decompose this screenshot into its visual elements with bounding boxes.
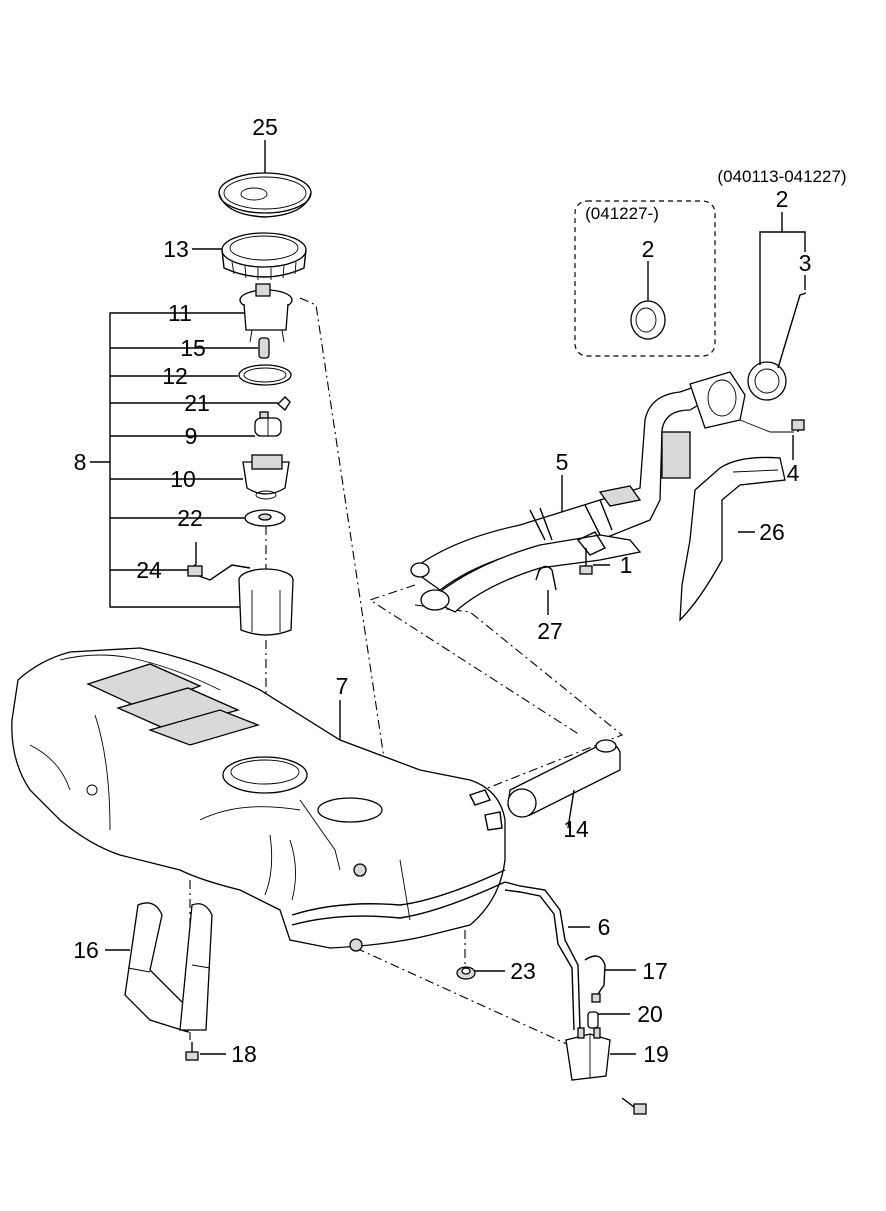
callout-13: 13 [163, 236, 189, 262]
callout-3: 3 [799, 250, 812, 276]
part-6-vapor-line [504, 881, 581, 1031]
part-23-nut [456, 966, 476, 980]
part-18-bolt [185, 1042, 199, 1061]
part-1-bolt [579, 548, 593, 575]
part-25-cover [218, 172, 312, 218]
callout-24: 24 [136, 557, 162, 583]
date-notes: (040113-041227) (041227-) [585, 167, 846, 223]
callout-2-new: 2 [642, 236, 655, 262]
callout-1: 1 [620, 552, 633, 578]
canister-bolt [621, 1097, 647, 1115]
callout-26: 26 [759, 519, 785, 545]
part-2-fuel-cap-old [747, 292, 807, 401]
new-version-frame [574, 200, 716, 357]
callout-18: 18 [231, 1041, 257, 1067]
part-5-filler-neck [410, 371, 746, 613]
callout-14: 14 [563, 816, 589, 842]
callout-22: 22 [177, 505, 203, 531]
callout-19: 19 [643, 1041, 669, 1067]
callout-23: 23 [510, 958, 536, 984]
callout-labels: 25 13 11 15 12 21 9 8 10 22 24 7 5 1 27 … [73, 114, 811, 1067]
part-15-connector [258, 337, 270, 359]
part-9-fuel-pump [254, 411, 282, 437]
part-4-bolt [739, 419, 805, 433]
callout-10: 10 [170, 466, 196, 492]
callout-20: 20 [637, 1001, 663, 1027]
part-16-strap [124, 902, 213, 1033]
part-21-clip [276, 396, 291, 412]
part-26-protector [679, 456, 786, 622]
callout-12: 12 [162, 363, 188, 389]
part-20-cap [587, 1011, 599, 1029]
part-10-pump-housing [242, 454, 290, 500]
part-19-canister [565, 1027, 611, 1081]
part-13-lock-ring [221, 232, 307, 280]
part-24-sender [186, 542, 251, 581]
callout-6: 6 [598, 914, 611, 940]
callout-11: 11 [168, 300, 192, 326]
callout-5: 5 [556, 449, 569, 475]
part-7-fuel-tank [11, 647, 506, 952]
callout-4: 4 [787, 460, 800, 486]
callout-16: 16 [73, 937, 99, 963]
part-11-pump-flange [239, 283, 293, 343]
part-17-hose [584, 955, 606, 1003]
callout-17: 17 [642, 958, 668, 984]
callout-27: 27 [537, 618, 563, 644]
part-8-reservoir [238, 568, 294, 636]
date-range-new-label: (041227-) [585, 204, 659, 223]
callout-9: 9 [185, 423, 198, 449]
callout-2-old: 2 [776, 186, 789, 212]
group-8-bracket [90, 312, 278, 608]
part-14-hose [507, 739, 621, 818]
callout-25: 25 [252, 114, 278, 140]
part-12-gasket [238, 364, 292, 386]
part-2-fuel-cap-new [630, 261, 666, 340]
cap-bracket-lines [759, 212, 806, 365]
callout-21: 21 [184, 390, 210, 416]
part-27-clip [535, 565, 557, 591]
callout-15: 15 [180, 335, 206, 361]
leader-lines [105, 140, 794, 1055]
callout-8: 8 [74, 449, 87, 475]
date-range-old-label: (040113-041227) [717, 167, 846, 186]
part-22-seal [244, 509, 286, 527]
callout-7: 7 [336, 673, 349, 699]
